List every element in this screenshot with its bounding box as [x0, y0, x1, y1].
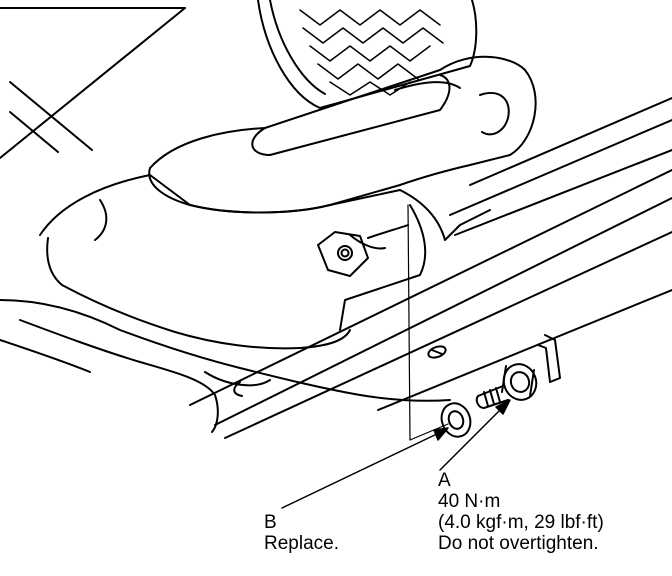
suspension-arm — [148, 55, 537, 214]
mount-boss — [317, 224, 409, 277]
callout-a-note: Do not overtighten. — [438, 533, 599, 554]
callout-b-note: Replace. — [264, 533, 339, 554]
callout-b: B Replace. — [264, 512, 339, 554]
tire — [257, 0, 478, 109]
callout-a: A 40 N·m (4.0 kgf·m, 29 lbf·ft) Do not o… — [438, 470, 604, 554]
sealing-washer — [440, 402, 472, 438]
vehicle-frame-lines — [0, 7, 186, 159]
callout-a-leader — [439, 399, 511, 471]
callout-a-torque-alt: (4.0 kgf·m, 29 lbf·ft) — [438, 512, 604, 533]
oil-pan — [0, 174, 491, 433]
callout-b-letter: B — [264, 512, 277, 533]
callout-b-leader — [281, 427, 449, 509]
drain-bolt — [475, 363, 538, 409]
transmission-case — [189, 97, 672, 439]
callout-a-letter: A — [438, 470, 451, 491]
tire-tread — [299, 9, 444, 96]
alignment-guide — [407, 204, 449, 441]
callout-a-torque: 40 N·m — [438, 491, 501, 512]
drain-bracket — [427, 334, 561, 383]
